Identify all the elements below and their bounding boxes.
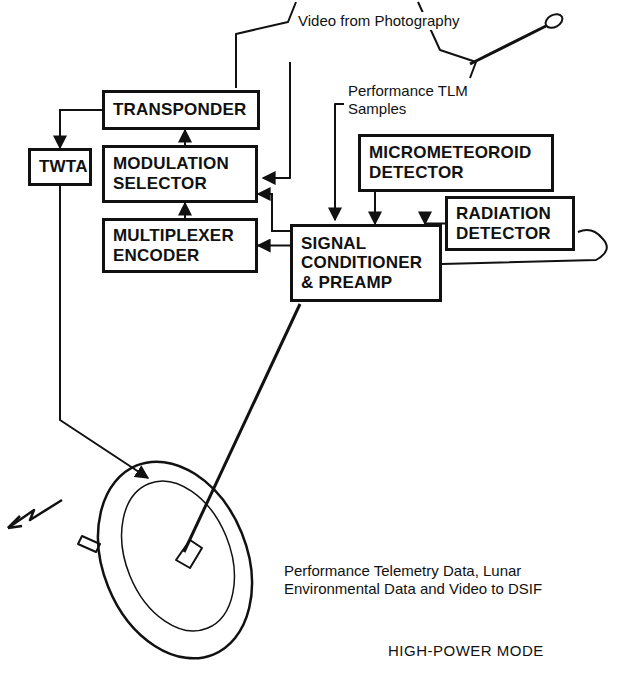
transmission-arrowhead [8,516,22,528]
signal-arrow [374,192,376,224]
box-label: TRANSPONDER [113,100,249,120]
modulation-selector-box: MODULATION SELECTOR [102,145,258,203]
box-label: RADIATION DETECTOR [456,204,564,243]
figure-caption: HIGH-POWER MODE [388,642,544,659]
signal-conditioner-box: SIGNAL CONDITIONER & PREAMP [290,224,442,302]
dish-antenna [70,438,280,681]
boom-tip [543,11,565,30]
signal-arrow [184,203,186,218]
multiplexer-encoder-box: MULTIPLEXER ENCODER [102,218,258,273]
antenna-feed-mast [184,304,300,552]
camera-outline [236,2,296,88]
twta-box: TWTA [28,148,92,186]
tlm-samples-label: Performance TLM Samples [346,82,520,118]
signal-arrow [258,194,290,231]
tlm-line [335,104,344,220]
signal-arrow [60,110,102,148]
dish-inner-rim [101,464,256,648]
video-line [263,62,290,178]
downlink-data-label: Performance Telemetry Data, Lunar Enviro… [282,562,556,598]
box-label: MODULATION SELECTOR [113,154,247,193]
photo-video-label: Video from Photography [296,12,465,30]
radiation-detector-box: RADIATION DETECTOR [445,196,575,251]
micrometeoroid-detector-box: MICROMETEOROID DETECTOR [358,134,554,192]
signal-arrow [258,245,290,247]
signal-arrow [184,130,186,145]
feed-horn [176,540,202,568]
feed-stub [78,536,100,552]
box-label: TWTA [39,157,81,177]
transponder-box: TRANSPONDER [102,90,260,130]
box-label: MICROMETEOROID DETECTOR [369,143,543,182]
transmission-symbol [8,500,62,528]
box-label: SIGNAL CONDITIONER & PREAMP [301,234,431,293]
boom [470,26,546,64]
box-label: MULTIPLEXER ENCODER [113,226,247,265]
